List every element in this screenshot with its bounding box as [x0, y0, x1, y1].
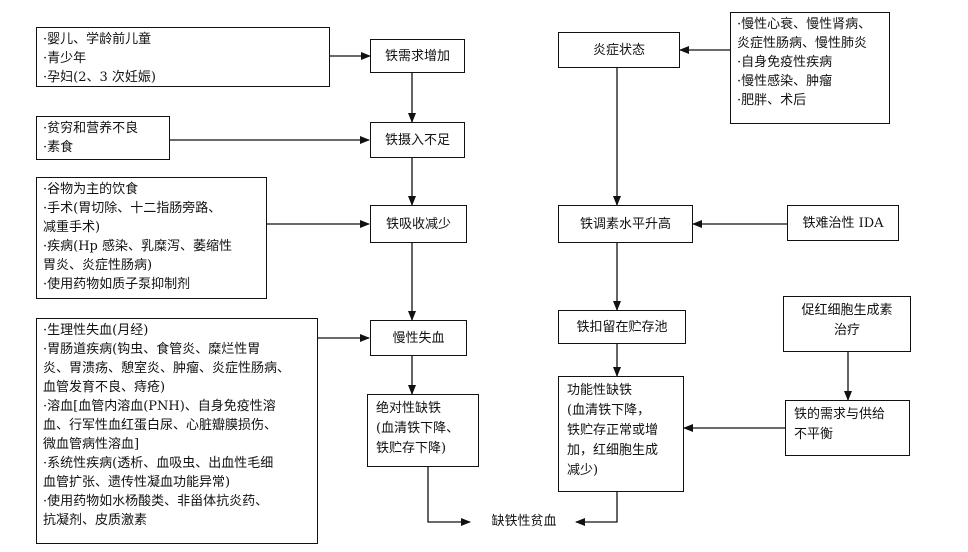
- list-item: 血管扩张、遗传性凝血功能异常): [43, 475, 231, 490]
- arrow-absolute-outcome: [427, 467, 471, 526]
- node-supply-demand-imbalance: 铁的需求与供给 不平衡: [785, 400, 910, 456]
- list-item: 减重手术): [43, 220, 101, 235]
- list-item: 炎症性肠病、慢性肺炎: [737, 36, 868, 51]
- list-item: ·谷物为主的饮食: [43, 182, 139, 197]
- causes-absorption-box: ·谷物为主的饮食 ·手术(胃切除、十二指肠旁路、 减重手术) ·疾病(Hp 感染…: [36, 177, 267, 299]
- node-esa-therapy: 促红细胞生成素 治疗: [783, 296, 911, 352]
- list-item: ·手术(胃切除、十二指肠旁路、: [43, 201, 222, 216]
- list-item: 血、行军性血红蛋白尿、心脏瓣膜损伤、: [43, 418, 278, 433]
- list-item: 炎、胃溃疡、憩室炎、肿瘤、炎症性肠病、: [43, 361, 291, 376]
- list-item: ·系统性疾病(透析、血吸虫、出血性毛细: [43, 456, 274, 471]
- list-item: ·溶血[血管内溶血(PNH)、自身免疫性溶: [43, 399, 276, 414]
- node-iron-sequestration: 铁扣留在贮存池: [558, 310, 686, 344]
- causes-bloodloss-box: ·生理性失血(月经) ·胃肠道疾病(钩虫、食管炎、糜烂性胃 炎、胃溃疡、憩室炎、…: [36, 318, 318, 544]
- list-item: ·婴儿、学龄前儿童: [43, 32, 152, 47]
- list-item: 血管发育不良、痔疮): [43, 380, 166, 395]
- node-inflammation: 炎症状态: [558, 32, 680, 68]
- node-iron-deficiency-anemia: 缺铁性贫血: [491, 514, 557, 529]
- causes-intake-box: ·贫穷和营养不良 ·素食: [36, 116, 170, 160]
- list-item: ·使用药物如水杨酸类、非甾体抗炎药、: [43, 494, 269, 509]
- list-item: ·胃肠道疾病(钩虫、食管炎、糜烂性胃: [43, 342, 261, 357]
- causes-inflammation-box: ·慢性心衰、慢性肾病、 炎症性肠病、慢性肺炎 ·自身免疫性疾病 ·慢性感染、肿瘤…: [730, 12, 890, 124]
- list-item: ·贫穷和营养不良: [43, 121, 139, 136]
- list-item: ·素食: [43, 140, 74, 155]
- node-hepcidin-elevated: 铁调素水平升高: [558, 205, 693, 243]
- list-item: ·生理性失血(月经): [43, 323, 149, 338]
- node-functional-iron-deficiency: 功能性缺铁 (血清铁下降， 铁贮存正常或增 加，红细胞生成 减少): [558, 376, 684, 492]
- list-item: ·孕妇(2、3 次妊娠): [43, 70, 156, 85]
- node-iron-intake: 铁摄入不足: [370, 122, 465, 158]
- node-iron-demand: 铁需求增加: [370, 39, 465, 73]
- node-absolute-iron-deficiency: 绝对性缺铁 (血清铁下降、 铁贮存下降): [367, 394, 479, 467]
- arrow-functional-outcome: [575, 492, 618, 526]
- list-item: ·疾病(Hp 感染、乳糜泻、萎缩性: [43, 239, 232, 254]
- node-chronic-blood-loss: 慢性失血: [370, 320, 467, 356]
- node-iron-refractory-ida: 铁难治性 IDA: [787, 205, 899, 241]
- node-iron-absorption: 铁吸收减少: [370, 205, 467, 243]
- causes-demand-box: ·婴儿、学龄前儿童 ·青少年 ·孕妇(2、3 次妊娠): [36, 27, 330, 87]
- list-item: ·使用药物如质子泵抑制剂: [43, 277, 191, 292]
- list-item: ·慢性心衰、慢性肾病、: [737, 17, 872, 32]
- list-item: ·自身免疫性疾病: [737, 55, 833, 70]
- list-item: ·肥胖、术后: [737, 93, 807, 108]
- list-item: 微血管病性溶血]: [43, 437, 140, 452]
- list-item: 抗凝剂、皮质激素: [43, 513, 148, 528]
- list-item: 胃炎、炎症性肠病): [43, 258, 153, 273]
- list-item: ·慢性感染、肿瘤: [737, 74, 833, 89]
- list-item: ·青少年: [43, 51, 87, 66]
